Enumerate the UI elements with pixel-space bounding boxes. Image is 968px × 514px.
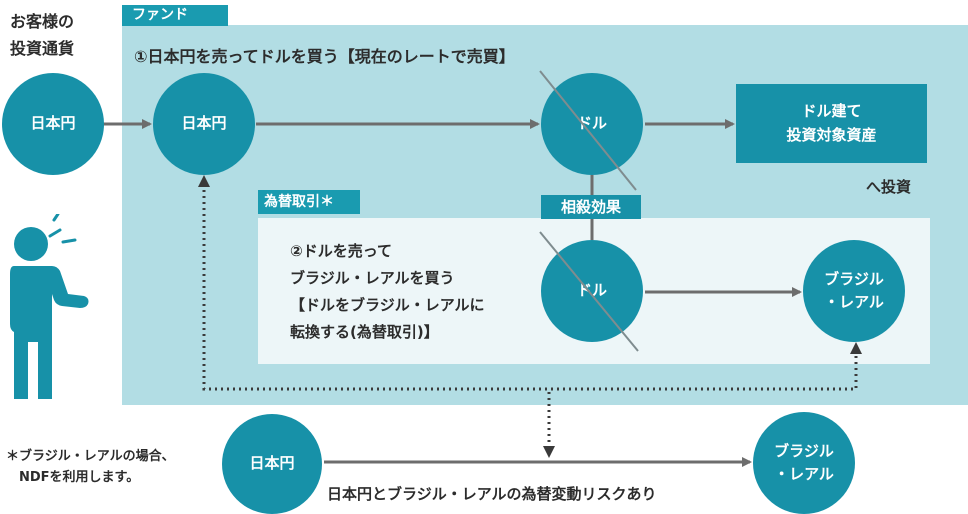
strike-usd-top — [539, 70, 637, 191]
alert-lines-icon — [48, 214, 77, 244]
dotted-arrowhead-up-right — [850, 342, 862, 354]
dotted-exposure-path — [202, 184, 858, 391]
dotted-arrowhead-down — [543, 446, 555, 458]
brl-fund-circle: ブラジル ・レアル — [803, 240, 905, 342]
offset-effect-label: 相殺効果 — [541, 195, 641, 219]
usd-top-circle: ドル — [541, 73, 643, 175]
step1-text: ①日本円を売ってドルを買う【現在のレートで売買】 — [134, 47, 515, 66]
fund-jpy-circle: 日本円 — [153, 73, 255, 175]
dotted-arrowhead-up-left — [198, 175, 210, 187]
customer-currency-label: お客様の 投資通貨 — [10, 12, 75, 58]
invest-label: へ投資 — [866, 178, 912, 196]
fx-tab: 為替取引＊ — [258, 190, 360, 214]
fund-tab: ファンド — [122, 5, 228, 26]
step2-text: ②ドルを売って ブラジル・レアルを買う 【ドルをブラジル・レアルに 転換する(為… — [290, 242, 485, 341]
usd-bottom-circle: ドル — [541, 240, 643, 342]
bottom-jpy-circle: 日本円 — [222, 414, 322, 514]
bottom-brl-circle: ブラジル ・レアル — [753, 412, 855, 514]
footnote: ＊ブラジル・レアルの場合、 NDFを利用します。 — [6, 449, 175, 485]
usd-assets-box: ドル建て 投資対象資産 — [736, 84, 927, 163]
customer-jpy-circle: 日本円 — [2, 73, 104, 175]
person-icon — [10, 214, 89, 399]
fx-risk-label: 日本円とブラジル・レアルの為替変動リスクあり — [327, 485, 657, 503]
strike-usd-bottom — [539, 231, 639, 352]
